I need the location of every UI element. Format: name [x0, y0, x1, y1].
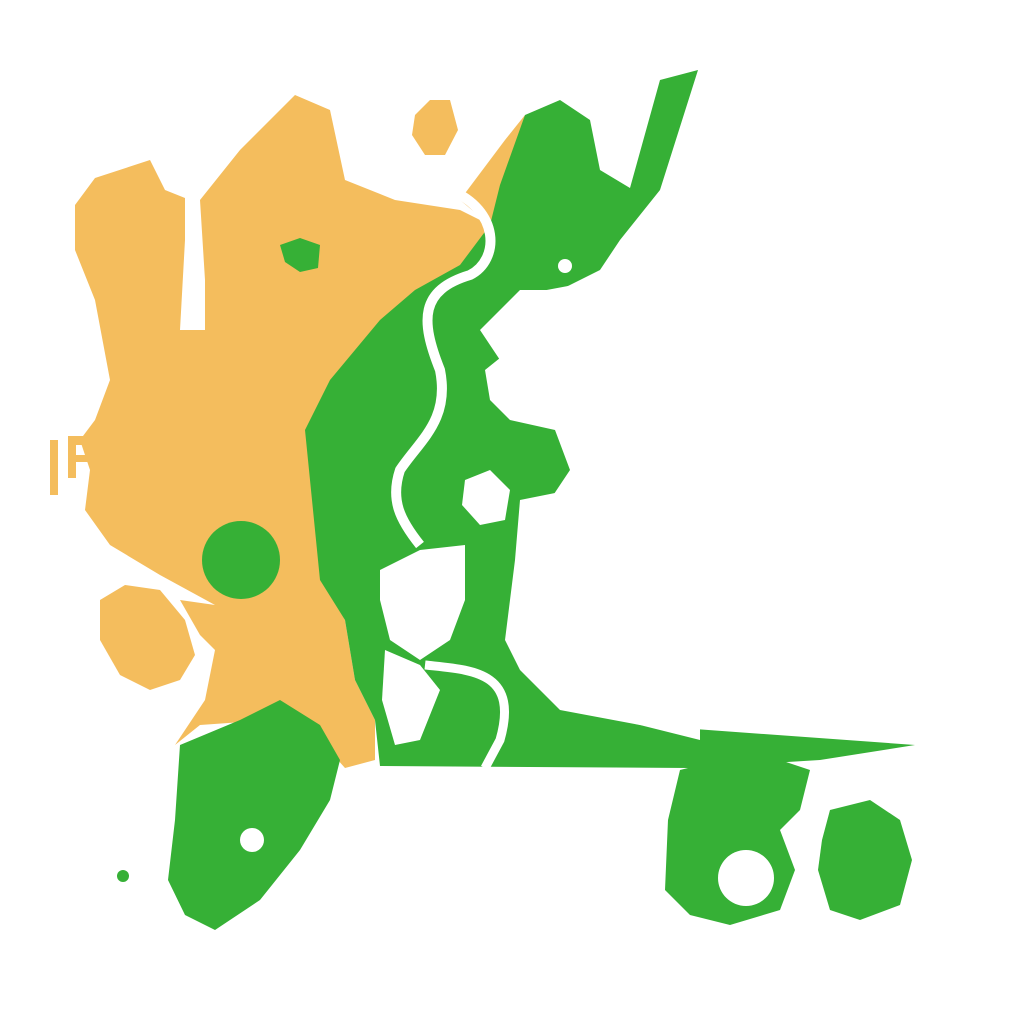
river-south [424, 660, 510, 771]
orange-island-southwest [100, 585, 195, 690]
river [391, 185, 496, 549]
lake-central [380, 545, 465, 660]
green-island-south-west [168, 700, 340, 930]
orange-island-north [412, 100, 458, 155]
orange-territory [50, 95, 525, 768]
water-features [240, 185, 774, 906]
green-island-far-east [818, 800, 912, 920]
pond-southeast-ring [718, 850, 774, 906]
green-patch-orange-zone [280, 238, 320, 272]
lake-south [382, 650, 440, 745]
orange-wedge-north [460, 115, 525, 225]
clearing-center [462, 470, 510, 525]
green-islet [117, 870, 129, 882]
green-circle-plaza [202, 521, 280, 599]
orange-pier [50, 436, 90, 495]
pond-southwest [240, 828, 264, 852]
pond-north [558, 259, 572, 273]
orange-main-landmass [75, 95, 490, 768]
clearing-east [485, 260, 700, 740]
green-island-south-east [665, 760, 810, 925]
